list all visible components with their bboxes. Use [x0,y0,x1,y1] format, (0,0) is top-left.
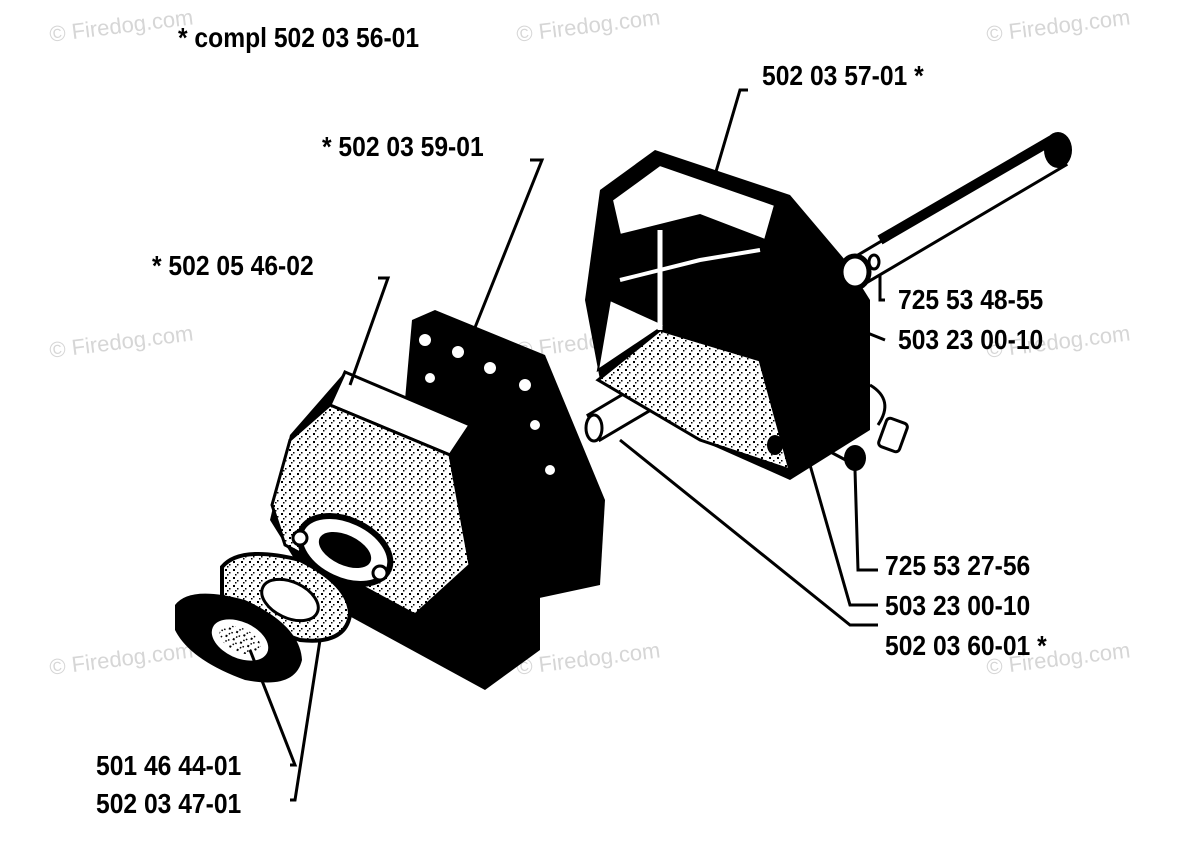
label-gasket-small: 501 46 44-01 [96,750,242,781]
leader-lines [248,88,886,802]
label-gasket-large: 502 03 47-01 [96,788,242,819]
rear-cover [585,150,887,480]
assembly-title: * compl 502 03 56-01 [178,22,420,53]
screw-washer-top [838,253,881,291]
label-muffler-front: * 502 05 46-02 [152,250,314,281]
label-long-bolt: 502 03 60-01 * [885,630,1047,661]
screw-washer-bottom [767,416,909,471]
label-screw-b: 725 53 27-56 [885,550,1031,581]
label-washer-a: 503 23 00-10 [898,324,1044,355]
label-gasket-plate: * 502 03 59-01 [322,131,484,162]
front-muffler [270,370,540,690]
gasket-small [175,593,302,683]
label-cover-top: 502 03 57-01 * [762,60,924,91]
label-screw-a: 725 53 48-55 [898,284,1044,315]
label-washer-b: 503 23 00-10 [885,590,1031,621]
